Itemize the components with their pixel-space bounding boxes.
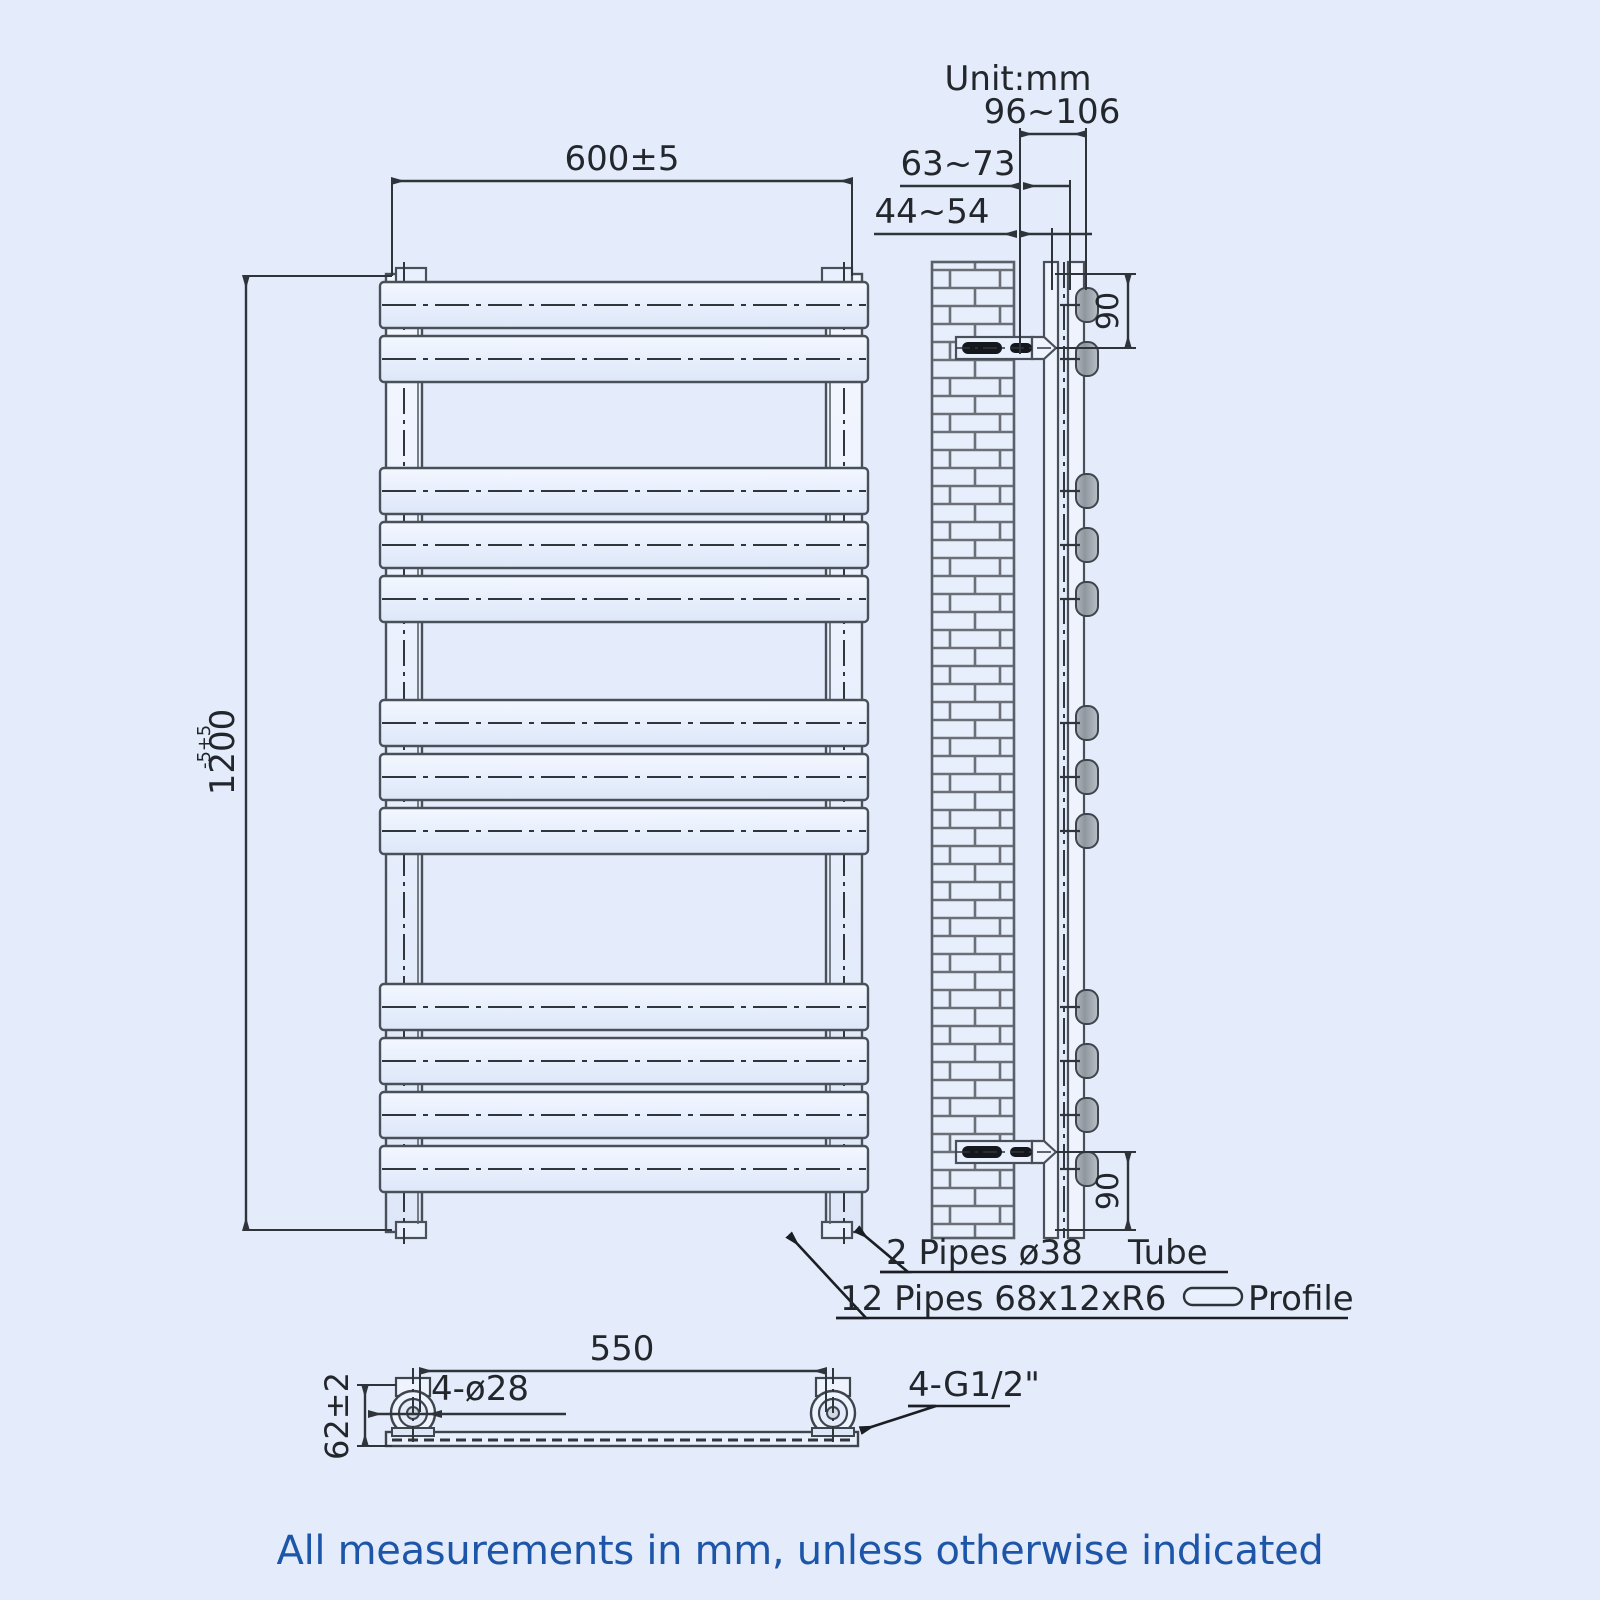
dimension-base-width: 550	[419, 1329, 827, 1412]
front-view: 600±5 1200 +5 -5	[194, 139, 870, 1244]
dim-bracket-top-label: 90	[1091, 292, 1126, 330]
drawing-caption: All measurements in mm, unless otherwise…	[276, 1528, 1324, 1574]
dimension-wall-offset-1: 44~54	[874, 192, 1092, 290]
bottom-valve-right	[809, 1368, 857, 1446]
dim-base-width-label: 550	[590, 1329, 655, 1369]
dimension-bracket-top: 90	[1055, 273, 1136, 349]
dimension-bracket-bottom: 90	[1055, 1151, 1136, 1231]
dimension-base-height: 62±2	[318, 1372, 396, 1460]
dim-front-height-tol-minus: -5	[194, 751, 215, 769]
dimension-front-width: 600±5	[391, 139, 853, 276]
bottom-valve-left	[389, 1368, 437, 1446]
dimension-base-hole: 4-ø28	[368, 1369, 566, 1418]
callout-12-pipes-label: 12 Pipes 68x12xR6	[840, 1279, 1166, 1319]
dim-front-width-label: 600±5	[564, 139, 679, 179]
wall-fixing-bolt-top	[954, 335, 1058, 361]
callout-thread: 4-G1/2"	[858, 1365, 1040, 1435]
front-horizontal-rails	[378, 280, 870, 1194]
callout-2-pipes-label: 2 Pipes ø38	[886, 1233, 1083, 1273]
dim-base-height-label: 62±2	[318, 1372, 356, 1460]
callout-thread-label: 4-G1/2"	[908, 1365, 1040, 1405]
dimension-front-height: 1200 +5 -5	[194, 275, 392, 1231]
callout-2-pipes-type: Tube	[1127, 1233, 1208, 1273]
dim-front-height-label: 1200	[203, 709, 243, 796]
profile-shape-icon	[1182, 1286, 1244, 1307]
callout-12-pipes: 12 Pipes 68x12xR6 Profile	[785, 1231, 1354, 1320]
dim-base-hole-label: 4-ø28	[431, 1369, 529, 1409]
wall-section	[930, 260, 1016, 1240]
dim-wall-offset-3-label: 96~106	[984, 92, 1121, 132]
dim-wall-offset-2-label: 63~73	[900, 144, 1015, 184]
dim-wall-offset-1-label: 44~54	[874, 192, 989, 232]
unit-note: Unit:mm	[945, 59, 1092, 99]
dim-front-height-tol-plus: +5	[194, 725, 215, 752]
dimension-wall-offset-3: 96~106	[984, 92, 1121, 354]
side-section-view: 90 90 Unit:mm 96~106 63~73	[874, 59, 1136, 1240]
callout-12-pipes-type: Profile	[1248, 1279, 1354, 1319]
wall-fixing-bolt-bottom	[954, 1139, 1058, 1165]
callout-2-pipes: 2 Pipes ø38 Tube	[853, 1225, 1228, 1274]
callouts-group: 2 Pipes ø38 Tube 12 Pipes 68x12xR6 Profi…	[785, 1225, 1354, 1320]
dim-bracket-bottom-label: 90	[1091, 1172, 1126, 1210]
bottom-view: 550 4-ø28 62±2 4-G1/2"	[318, 1329, 1040, 1460]
